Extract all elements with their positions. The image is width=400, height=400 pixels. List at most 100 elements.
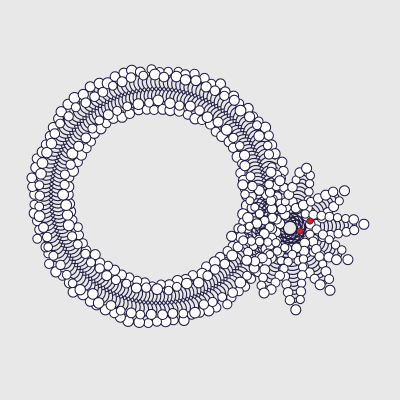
- inner-bead: [80, 248, 91, 259]
- inner-bead: [193, 277, 205, 289]
- outer-bead: [45, 137, 58, 150]
- inner-bead: [67, 231, 78, 242]
- branch-bead: [317, 229, 328, 240]
- inner-bead: [163, 285, 174, 296]
- branch-bead: [237, 224, 247, 234]
- inner-bead: [242, 212, 254, 224]
- branch-bead: [254, 236, 265, 247]
- inner-bead: [220, 123, 233, 136]
- inner-bead: [60, 199, 73, 212]
- branch-bead: [314, 279, 326, 291]
- outer-bead: [209, 85, 221, 96]
- outer-bead: [67, 278, 78, 289]
- inner-bead: [212, 116, 224, 128]
- branch-bead: [328, 201, 340, 213]
- red-dot: [306, 217, 314, 225]
- inner-bead: [73, 140, 85, 152]
- inner-bead: [184, 100, 196, 112]
- outer-bead: [74, 284, 86, 296]
- outer-bead: [32, 233, 43, 244]
- outer-bead: [55, 259, 66, 271]
- outer-bead: [89, 91, 100, 102]
- branch-bead: [245, 196, 255, 206]
- hatch-stroke: [35, 178, 55, 185]
- inner-bead: [202, 270, 213, 282]
- branch-bead: [264, 187, 276, 198]
- inner-bead: [110, 274, 122, 286]
- hatch-stroke: [63, 116, 78, 129]
- outer-bead: [242, 270, 252, 281]
- outer-bead: [143, 318, 154, 329]
- inner-bead-row: [57, 94, 259, 296]
- branch-tip-bead: [358, 218, 370, 230]
- outer-bead: [43, 242, 54, 252]
- inner-bead: [87, 123, 98, 134]
- inner-bead: [94, 115, 105, 126]
- hatch-stroke: [53, 251, 70, 263]
- outer-bead: [158, 71, 170, 83]
- branch-bead: [264, 179, 275, 190]
- outer-bead: [61, 269, 72, 280]
- outer-bead: [138, 70, 149, 81]
- outer-bead: [262, 140, 273, 151]
- outer-bead: [149, 68, 161, 81]
- outer-bead: [34, 180, 45, 191]
- outer-bead: [145, 308, 157, 320]
- branch-tip-bead: [226, 230, 238, 242]
- outer-bead: [190, 75, 202, 87]
- inner-bead: [130, 282, 142, 294]
- inner-bead: [101, 270, 113, 282]
- branch-bead: [280, 243, 290, 253]
- inner-bead: [164, 97, 176, 109]
- outer-bead: [97, 86, 109, 98]
- outer-bead: [34, 201, 45, 212]
- branch-tip-bead: [339, 185, 350, 197]
- branch-bead: [348, 214, 360, 225]
- inner-bead: [226, 249, 239, 262]
- branch-bead: [330, 240, 341, 250]
- branch-bead: [284, 295, 296, 306]
- inner-bead: [152, 94, 164, 107]
- branch-bead: [246, 236, 257, 246]
- outer-bead: [200, 81, 212, 93]
- outer-bead: [207, 296, 218, 308]
- outer-bead: [105, 300, 117, 311]
- outer-bead: [108, 81, 118, 91]
- hatch-stroke: [69, 131, 85, 144]
- outer-bead: [116, 76, 128, 88]
- outer-bead: [41, 146, 53, 159]
- branch-bead: [274, 175, 286, 187]
- branch-bead: [272, 246, 282, 256]
- inner-bead: [151, 283, 164, 296]
- inner-bead: [66, 147, 79, 160]
- inner-bead: [85, 257, 96, 268]
- inner-bead: [245, 171, 256, 182]
- outer-bead: [33, 210, 46, 223]
- outer-bead: [217, 292, 228, 302]
- branch-tip-bead: [241, 254, 253, 266]
- outer-bead: [227, 287, 238, 298]
- inner-bead: [209, 264, 221, 275]
- inner-bead: [80, 132, 92, 144]
- branch-bead: [258, 272, 269, 283]
- inner-bead: [239, 149, 251, 161]
- branch-tip-bead: [258, 287, 270, 299]
- branch-bead: [254, 209, 265, 219]
- hatch-stroke: [259, 160, 278, 170]
- inner-bead: [72, 239, 83, 250]
- outer-bead: [26, 172, 38, 184]
- outer-bead: [70, 102, 81, 113]
- outer-bead: [253, 130, 265, 142]
- inner-bead: [59, 179, 70, 190]
- inner-bead: [235, 141, 245, 151]
- inner-bead: [112, 105, 123, 116]
- branch-tip-bead: [301, 162, 313, 174]
- branch-bead: [324, 235, 334, 245]
- outer-bead: [48, 250, 59, 261]
- branch-bead: [250, 202, 260, 212]
- outer-bead: [115, 305, 126, 316]
- branch-bead: [247, 180, 258, 192]
- outer-bead: [178, 308, 189, 319]
- outer-bead: [36, 157, 49, 169]
- branch-bead: [332, 213, 343, 223]
